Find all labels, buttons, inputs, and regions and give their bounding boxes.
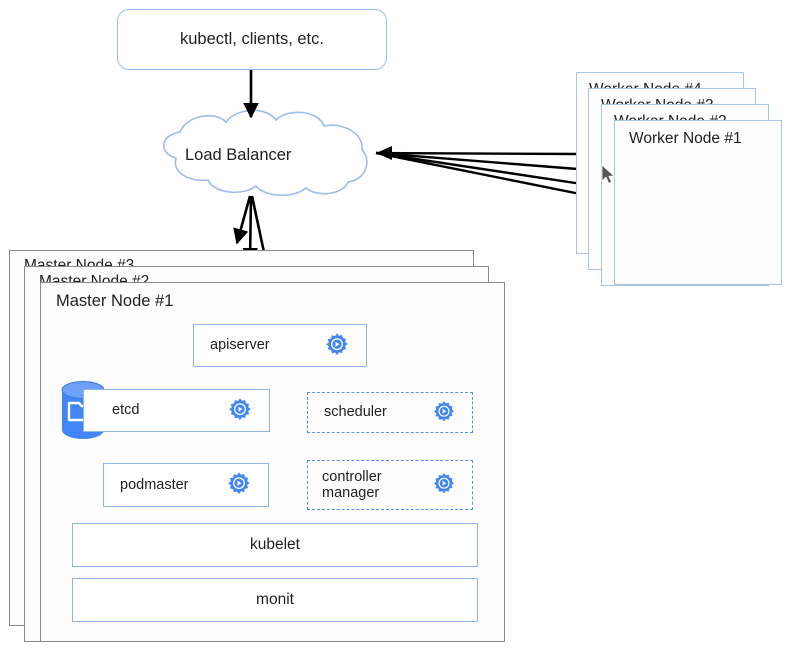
apiserver-label: apiserver (210, 337, 270, 354)
clients-label: kubectl, clients, etc. (180, 30, 324, 48)
kubelet-label: kubelet (250, 536, 300, 554)
controller-manager-label-line2: manager (322, 485, 380, 501)
clients-box[interactable]: kubectl, clients, etc. (117, 9, 387, 70)
scheduler-label: scheduler (324, 404, 387, 421)
gear-icon (228, 472, 250, 495)
gear-icon (229, 397, 251, 420)
worker-node-title-1: Worker Node #1 (629, 130, 742, 147)
etcd-box[interactable]: etcd (83, 389, 270, 432)
apiserver-box[interactable]: apiserver (193, 324, 367, 367)
monit-label: monit (256, 591, 294, 609)
podmaster-label: podmaster (120, 476, 189, 493)
gear-icon (433, 473, 455, 494)
etcd-label: etcd (112, 402, 140, 419)
scheduler-box[interactable]: scheduler (307, 392, 473, 433)
load-balancer-label: Load Balancer (185, 146, 292, 164)
monit-box[interactable]: monit (72, 578, 478, 622)
cloud-icon (162, 109, 368, 197)
podmaster-box[interactable]: podmaster (103, 463, 269, 507)
mouse-pointer-icon (601, 164, 615, 184)
controller-manager-label-line1: controller (322, 468, 382, 485)
gear-icon (433, 400, 455, 421)
gear-icon (326, 332, 348, 355)
master-node-title-1: Master Node #1 (56, 292, 174, 310)
kubelet-box[interactable]: kubelet (72, 523, 478, 567)
controller-manager-box[interactable]: controller manager (307, 460, 473, 510)
worker-node-card-1[interactable]: Worker Node #1 (614, 120, 782, 285)
